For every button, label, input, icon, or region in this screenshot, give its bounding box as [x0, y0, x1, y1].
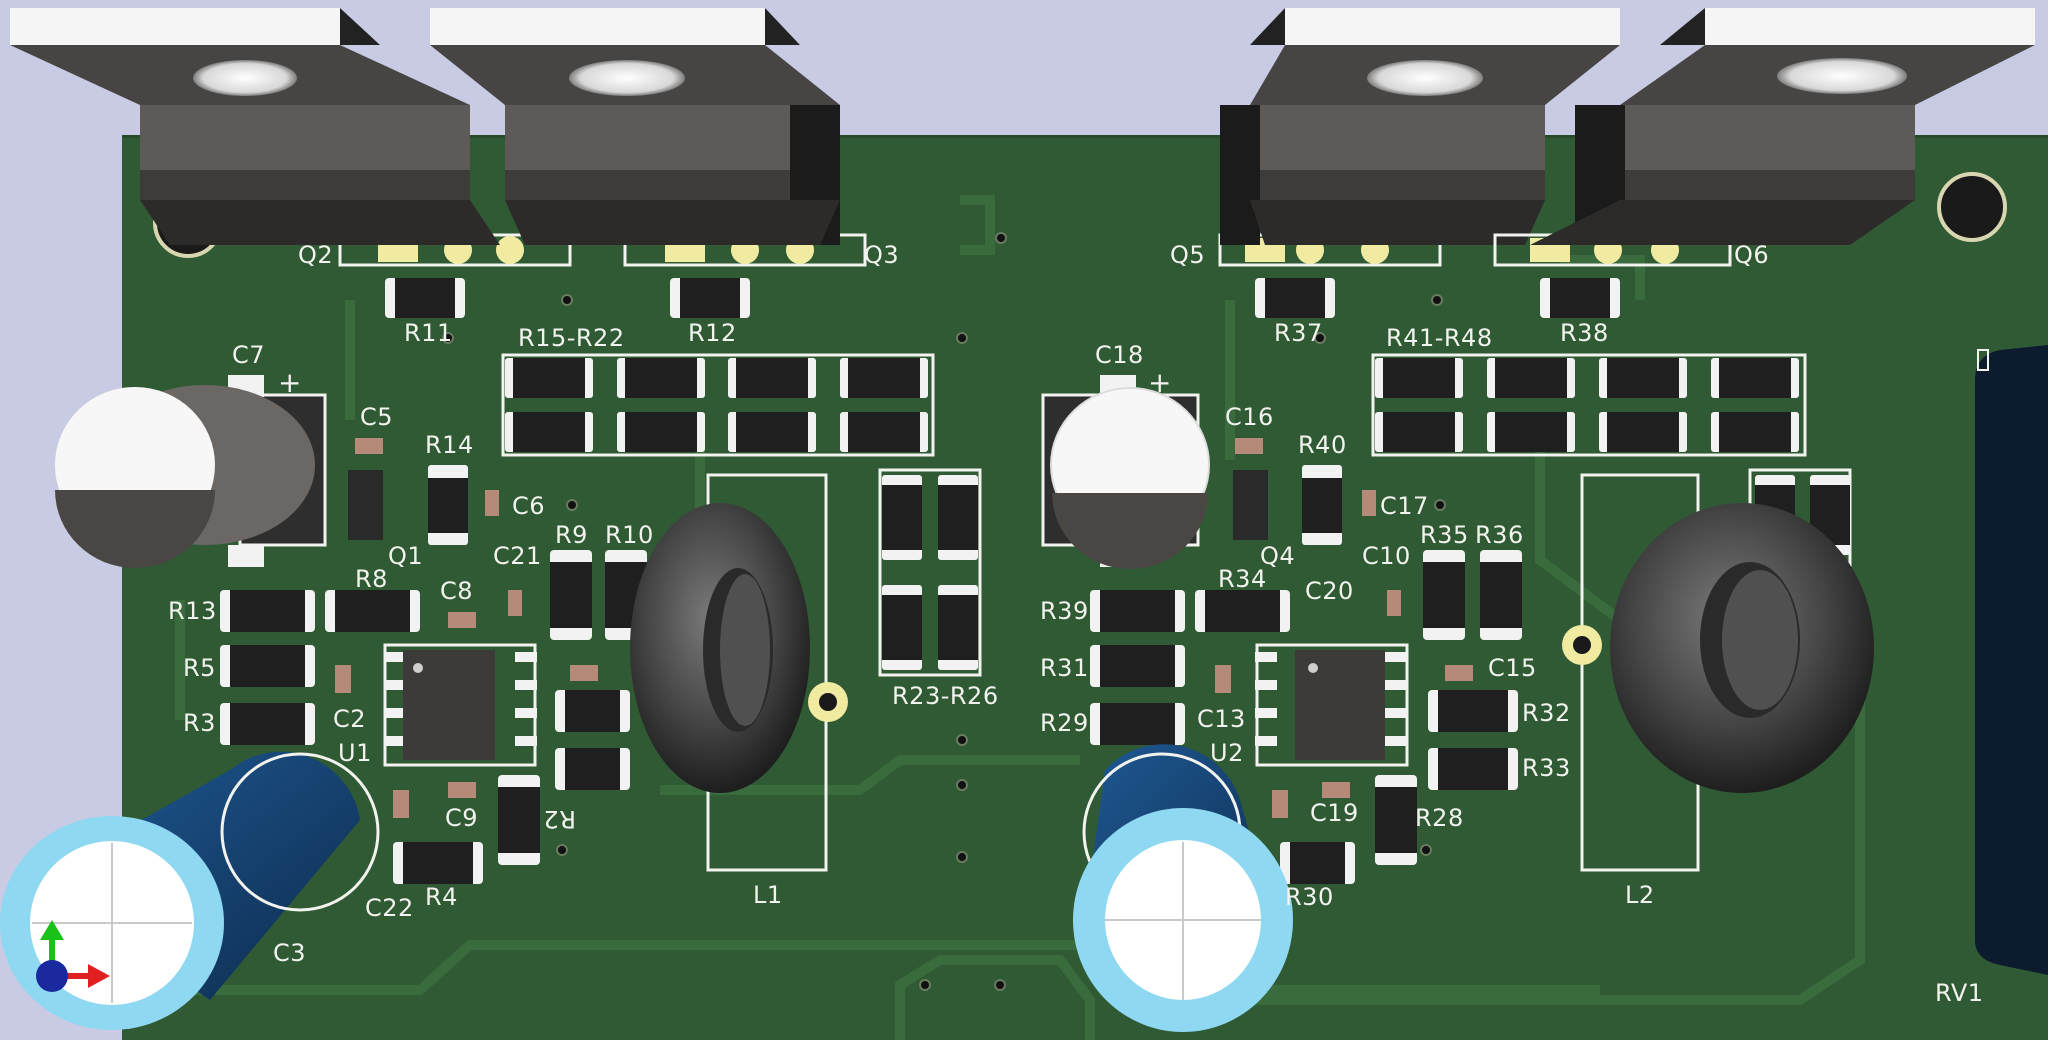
label-r31: R31 [1040, 654, 1089, 682]
label-c7: C7 [232, 341, 266, 369]
label-c20: C20 [1305, 577, 1354, 605]
label-q2: Q2 [298, 241, 334, 269]
label-u2: U2 [1210, 739, 1244, 767]
transistor-q1 [348, 470, 383, 540]
label-c21: C21 [493, 542, 542, 570]
label-c15: C15 [1488, 654, 1537, 682]
label-c22: C22 [365, 894, 414, 922]
label-r28: R28 [1415, 804, 1464, 832]
potentiometer-rv1 [1975, 345, 2048, 975]
label-r23-r26: R23-R26 [892, 682, 999, 710]
label-c16: C16 [1225, 403, 1274, 431]
resistors-left-block [220, 550, 647, 884]
vias [442, 232, 1446, 991]
z-axis-dot [36, 960, 68, 992]
label-r10: R10 [605, 521, 654, 549]
label-c18: C18 [1095, 341, 1144, 369]
capacitor-c7 [55, 375, 327, 568]
label-r37: R37 [1274, 319, 1323, 347]
label-c19: C19 [1310, 799, 1359, 827]
label-c9: C9 [445, 804, 479, 832]
label-r36: R36 [1475, 521, 1524, 549]
label-c2: C2 [333, 705, 367, 733]
ic-u2 [1255, 643, 1409, 767]
ic-u1 [383, 643, 537, 767]
label-l1: L1 [753, 881, 783, 909]
smd-resistors [385, 278, 1620, 318]
label-r40: R40 [1298, 431, 1347, 459]
y-axis-arrow [40, 920, 64, 940]
label-c17: C17 [1380, 492, 1429, 520]
label-r4: R4 [425, 883, 458, 911]
label-c6: C6 [512, 492, 546, 520]
transistor-q5 [1218, 8, 1620, 267]
label-q5: Q5 [1170, 241, 1206, 269]
label-q4: Q4 [1260, 542, 1296, 570]
label-plus-c7: + [278, 366, 302, 399]
resistor-r40 [1302, 478, 1342, 533]
transistor-q6 [1493, 8, 2035, 267]
label-r39: R39 [1040, 597, 1089, 625]
transistor-q2 [10, 8, 572, 267]
label-r41-r48: R41-R48 [1386, 324, 1493, 352]
label-r14: R14 [425, 431, 474, 459]
label-q6: Q6 [1734, 241, 1770, 269]
label-r33: R33 [1522, 754, 1571, 782]
resistor-array-r23-r26 [878, 468, 982, 677]
resistor-array-r15-r22 [501, 353, 935, 457]
mounting-hole-right [1937, 172, 2007, 242]
label-r29: R29 [1040, 709, 1089, 737]
label-r12: R12 [688, 319, 737, 347]
resistor-r14 [428, 478, 468, 533]
label-r11: R11 [404, 319, 453, 347]
x-axis-arrow [88, 964, 110, 988]
resistors-right-block [1090, 550, 1522, 884]
label-u1: U1 [338, 739, 372, 767]
label-r5: R5 [183, 654, 216, 682]
label-q1: Q1 [388, 542, 424, 570]
label-r3: R3 [183, 709, 216, 737]
label-r38: R38 [1560, 319, 1609, 347]
label-l2: L2 [1625, 881, 1655, 909]
ceramic-caps [335, 438, 1473, 818]
label-r30: R30 [1285, 883, 1334, 911]
resistor-array-r41-r48 [1371, 353, 1807, 457]
label-q3: Q3 [864, 241, 900, 269]
label-c8: C8 [440, 577, 474, 605]
label-c3: C3 [273, 939, 307, 967]
label-r8: R8 [355, 565, 388, 593]
transistor-q4 [1233, 470, 1268, 540]
capacitor-blue-middle [1073, 744, 1293, 1032]
toroid-l2 [1610, 503, 1874, 793]
label-r15-r22: R15-R22 [518, 324, 625, 352]
capacitor-c18 [1041, 375, 1210, 569]
axis-orientation-icon [36, 920, 110, 992]
label-c10: C10 [1362, 542, 1411, 570]
label-c5: C5 [360, 403, 394, 431]
label-c13: C13 [1197, 705, 1246, 733]
label-r9: R9 [555, 521, 588, 549]
label-r35: R35 [1420, 521, 1469, 549]
label-r32: R32 [1522, 699, 1571, 727]
transistor-q3 [430, 8, 867, 267]
toroid-l1 [630, 503, 810, 793]
label-r13: R13 [168, 597, 217, 625]
label-r34: R34 [1218, 565, 1267, 593]
label-plus-c18: + [1148, 366, 1172, 399]
label-rv1: RV1 [1935, 979, 1984, 1007]
label-r2: R2 [543, 805, 576, 833]
